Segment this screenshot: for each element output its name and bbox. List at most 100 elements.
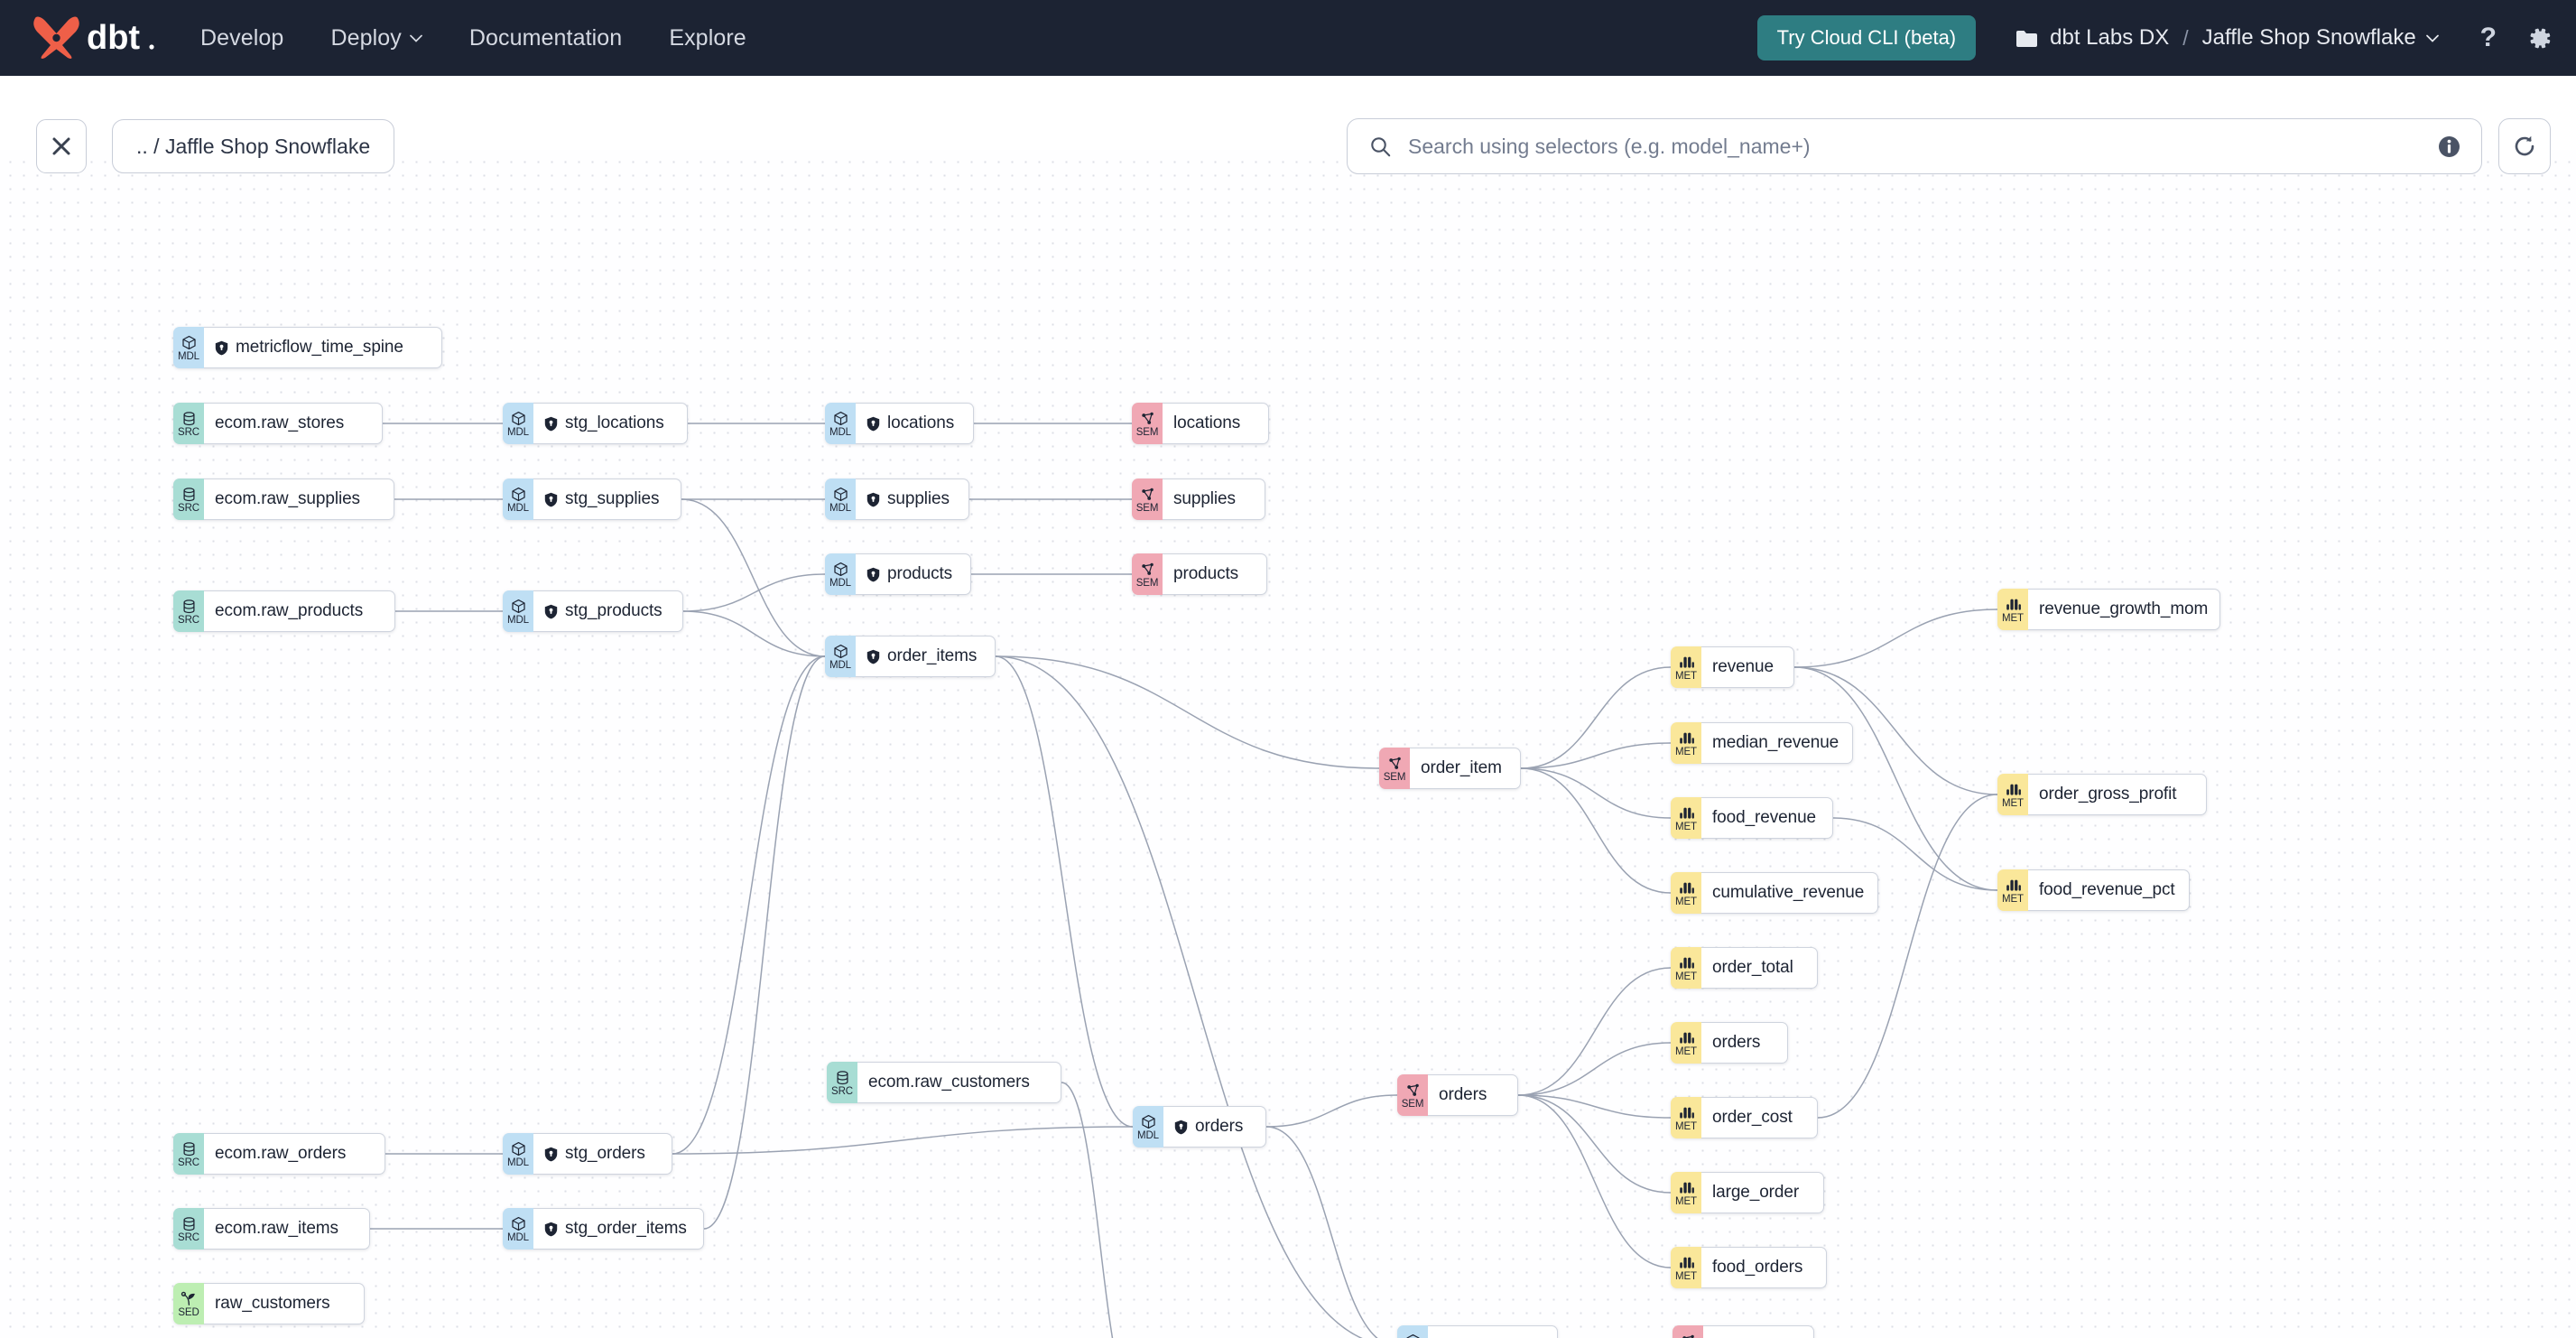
node-label: orders	[1195, 1117, 1244, 1136]
node-type-badge-mdl: MDL	[503, 403, 533, 444]
node-type-label: MDL	[507, 615, 529, 626]
lineage-node-sem_supplies[interactable]: SEM supplies	[1132, 479, 1265, 520]
breadcrumb-button[interactable]: .. / Jaffle Shop Snowflake	[112, 119, 395, 173]
account-breadcrumb: dbt Labs DX / Jaffle Shop Snowflake	[2015, 25, 2439, 51]
close-button[interactable]	[36, 119, 87, 173]
node-label: raw_customers	[215, 1294, 330, 1313]
nav-link-deploy[interactable]: Deploy	[327, 18, 425, 59]
lineage-edge-met_order_cost-to-met_order_gross_profit	[1817, 794, 1998, 1119]
node-body: ecom.raw_items	[204, 1208, 370, 1250]
node-type-label: MDL	[507, 503, 529, 514]
search-bar[interactable]	[1347, 118, 2482, 174]
node-type-label: SEM	[1135, 503, 1159, 514]
node-body: supplies	[1163, 479, 1265, 520]
info-icon[interactable]	[2437, 135, 2461, 159]
node-type-badge-met: MET	[1671, 1097, 1701, 1138]
nav-link-explore[interactable]: Explore	[665, 18, 749, 59]
node-body: order_gross_profit	[2028, 774, 2207, 815]
lineage-edge-sem_orders-to-met_orders	[1517, 1042, 1672, 1096]
node-type-label: SEM	[1135, 578, 1159, 589]
lineage-node-met_food_revenue[interactable]: MET food_revenue	[1671, 797, 1833, 839]
lineage-node-stg_products[interactable]: MDL stg_products	[503, 590, 683, 632]
lineage-node-sem_customers[interactable]: SEMcustomers	[1673, 1325, 1814, 1338]
node-body: metricflow_time_spine	[204, 327, 442, 368]
lineage-edge-order_items-to-sem_order_item	[995, 655, 1380, 769]
node-body: stg_orders	[533, 1133, 672, 1175]
node-type-badge-src: SRC	[173, 1133, 204, 1175]
lineage-node-stg_orders[interactable]: MDL stg_orders	[503, 1133, 672, 1175]
node-type-label: MET	[2002, 798, 2024, 809]
search-input[interactable]	[1408, 134, 2437, 159]
lineage-node-met_order_gross_profit[interactable]: MET order_gross_profit	[1997, 774, 2207, 815]
lineage-edge-stg_orders-to-order_items	[672, 655, 826, 1155]
lineage-node-stg_supplies[interactable]: MDL stg_supplies	[503, 479, 681, 520]
node-body: ecom.raw_products	[204, 590, 395, 632]
node-type-label: MDL	[507, 1232, 529, 1243]
lineage-node-met_order_cost[interactable]: MET order_cost	[1671, 1097, 1818, 1138]
node-body: orders	[1701, 1022, 1788, 1064]
node-body: locations	[1163, 403, 1269, 444]
nav-link-develop[interactable]: Develop	[197, 18, 287, 59]
node-label: order_cost	[1712, 1108, 1793, 1127]
node-body: ecom.raw_stores	[204, 403, 383, 444]
node-type-label: MDL	[507, 427, 529, 438]
help-icon[interactable]: ?	[2479, 23, 2497, 52]
nav-link-documentation[interactable]: Documentation	[466, 18, 625, 59]
node-label: stg_supplies	[565, 489, 660, 508]
node-body: revenue	[1701, 646, 1794, 688]
node-body: stg_products	[533, 590, 683, 632]
project-selector[interactable]: Jaffle Shop Snowflake	[2202, 25, 2439, 51]
node-label: revenue_growth_mom	[2039, 599, 2209, 618]
contract-shield-icon	[544, 1147, 558, 1161]
project-name-label: Jaffle Shop Snowflake	[2201, 25, 2416, 50]
node-body: order_cost	[1701, 1097, 1818, 1138]
node-type-label: MDL	[507, 1157, 529, 1168]
contract-shield-icon	[1174, 1120, 1188, 1134]
refresh-button[interactable]	[2498, 118, 2551, 174]
node-type-label: MDL	[829, 503, 851, 514]
dbt-logo[interactable]: dbt	[31, 14, 157, 61]
node-body: cumulative_revenue	[1701, 872, 1878, 914]
node-label: ecom.raw_products	[215, 601, 364, 620]
lineage-edge-met_revenue-to-met_order_gross_profit	[1793, 666, 1998, 795]
node-label: locations	[887, 413, 955, 432]
node-type-badge-sem: SEM	[1132, 553, 1163, 595]
lineage-edge-met_food_revenue-to-met_food_revenue_pct	[1832, 817, 1998, 891]
lineage-node-customers_mdl[interactable]: MDLcustomers	[1397, 1325, 1558, 1338]
gear-icon[interactable]	[2525, 24, 2553, 51]
try-cloud-cli-button[interactable]: Try Cloud CLI (beta)	[1756, 15, 1977, 60]
node-type-badge-met: MET	[1671, 797, 1701, 839]
node-label: food_revenue	[1712, 808, 1817, 827]
node-type-badge-sem: SEM	[1673, 1325, 1703, 1338]
